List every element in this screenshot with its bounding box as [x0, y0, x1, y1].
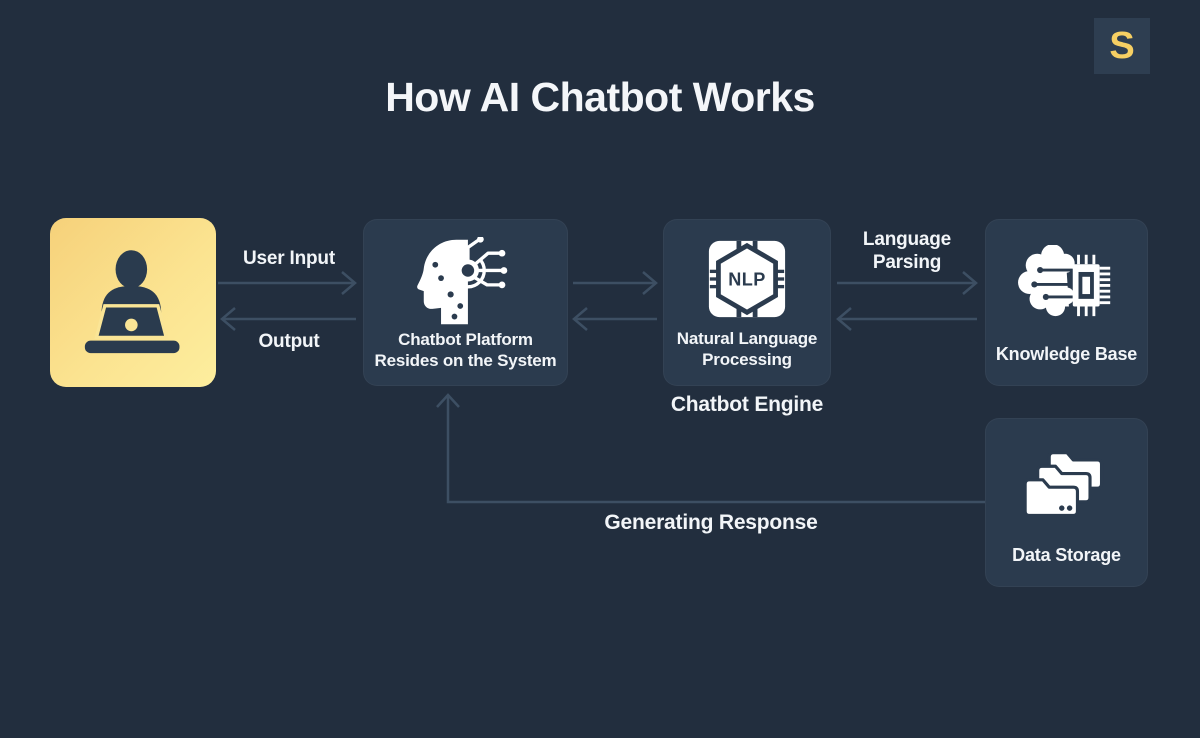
- edge-label-generating-response: Generating Response: [604, 511, 818, 534]
- edge-label-language-parsing: Language Parsing: [829, 228, 985, 274]
- arrow-kb-to-nlp: [836, 307, 977, 331]
- stacked-folders-icon: [1023, 451, 1103, 518]
- brain-chip-icon: [1017, 245, 1110, 317]
- brand-logo-letter: S: [1109, 25, 1135, 67]
- node-chatbot-platform-label: Chatbot Platform Resides on the System: [364, 329, 567, 371]
- node-chatbot-platform-label-line2: Resides on the System: [374, 351, 557, 370]
- node-nlp: NLP Natural Language Processing: [663, 219, 831, 386]
- brand-logo: S: [1094, 18, 1150, 74]
- arrow-user-input: [218, 271, 357, 295]
- arrow-language-parsing: [837, 271, 978, 295]
- node-nlp-label-line1: Natural Language: [676, 329, 818, 348]
- page-title: How AI Chatbot Works: [385, 74, 815, 120]
- edge-label-language-parsing-line2: Parsing: [872, 252, 942, 273]
- arrow-output: [220, 307, 356, 331]
- ai-head-circuit-icon: [416, 237, 507, 325]
- node-knowledge-base: Knowledge Base: [985, 219, 1148, 386]
- node-user: [50, 218, 216, 387]
- node-chatbot-platform: Chatbot Platform Resides on the System: [363, 219, 568, 386]
- edge-label-user-input: User Input: [243, 248, 335, 269]
- edge-label-output: Output: [258, 331, 320, 352]
- node-data-storage: Data Storage: [985, 418, 1148, 587]
- arrow-platform-to-nlp: [573, 271, 658, 295]
- node-data-storage-label: Data Storage: [1012, 545, 1121, 565]
- node-chatbot-platform-label-line1: Chatbot Platform: [398, 330, 533, 349]
- nlp-chip-icon: NLP: [708, 240, 786, 318]
- nlp-icon-text: NLP: [728, 270, 766, 290]
- node-nlp-label-line2: Processing: [702, 350, 792, 369]
- arrow-nlp-to-platform: [572, 307, 657, 331]
- person-at-laptop-icon: [84, 250, 180, 354]
- caption-chatbot-engine: Chatbot Engine: [670, 393, 824, 416]
- node-knowledge-base-label: Knowledge Base: [995, 344, 1138, 364]
- edge-label-language-parsing-line1: Language: [862, 229, 952, 250]
- node-nlp-label: Natural Language Processing: [664, 328, 830, 370]
